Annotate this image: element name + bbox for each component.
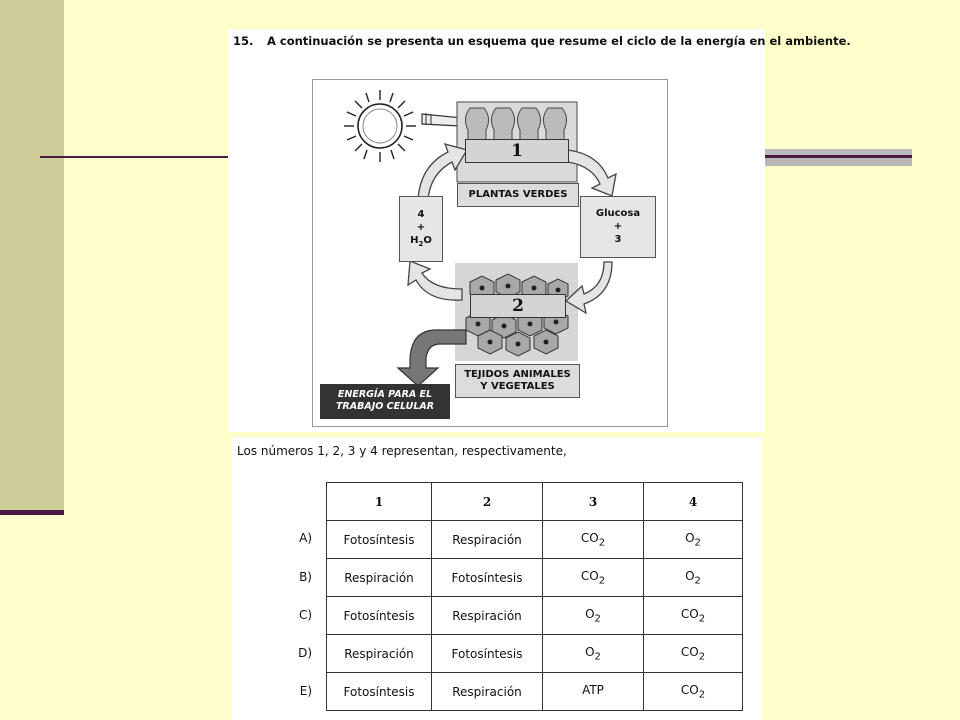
energy-label: ENERGÍA PARA EL TRABAJO CELULAR <box>320 384 450 419</box>
answer-table: 1 2 3 4 Fotosíntesis Respiración CO2 O2 … <box>326 482 743 711</box>
glucose-number: 3 <box>581 233 655 246</box>
sun-icon <box>344 90 416 162</box>
option-label-a: A) <box>270 531 312 545</box>
option-label-b: B) <box>270 570 312 584</box>
option-label-d: D) <box>270 646 312 660</box>
option-label-c: C) <box>270 608 312 622</box>
diagram-label-2: 2 <box>470 294 566 318</box>
water-number: 4 <box>400 208 442 221</box>
option-label-e: E) <box>270 684 312 698</box>
table-row: Respiración Fotosíntesis O2 CO2 <box>327 635 743 673</box>
header-3: 3 <box>543 483 644 521</box>
glucose-plus: + <box>581 220 655 233</box>
header-1: 1 <box>327 483 432 521</box>
diagram-label-1: 1 <box>465 139 569 163</box>
table-row: Fotosíntesis Respiración ATP CO2 <box>327 673 743 711</box>
water-box: 4 + H2O <box>399 196 443 262</box>
table-row: Respiración Fotosíntesis CO2 O2 <box>327 559 743 597</box>
glucose-box: Glucosa + 3 <box>580 196 656 258</box>
table-row: Fotosíntesis Respiración O2 CO2 <box>327 597 743 635</box>
table-header: 1 2 3 4 <box>327 483 743 521</box>
header-2: 2 <box>432 483 543 521</box>
answer-intro: Los números 1, 2, 3 y 4 representan, res… <box>237 444 567 458</box>
table-row: Fotosíntesis Respiración CO2 O2 <box>327 521 743 559</box>
water-formula: H2O <box>400 234 442 251</box>
glucose-label: Glucosa <box>581 207 655 220</box>
tissues-label: TEJIDOS ANIMALES Y VEGETALES <box>455 364 580 398</box>
water-plus: + <box>400 221 442 234</box>
plants-label: PLANTAS VERDES <box>457 183 579 207</box>
header-4: 4 <box>644 483 743 521</box>
arrow-tissues-to-left <box>408 261 462 300</box>
